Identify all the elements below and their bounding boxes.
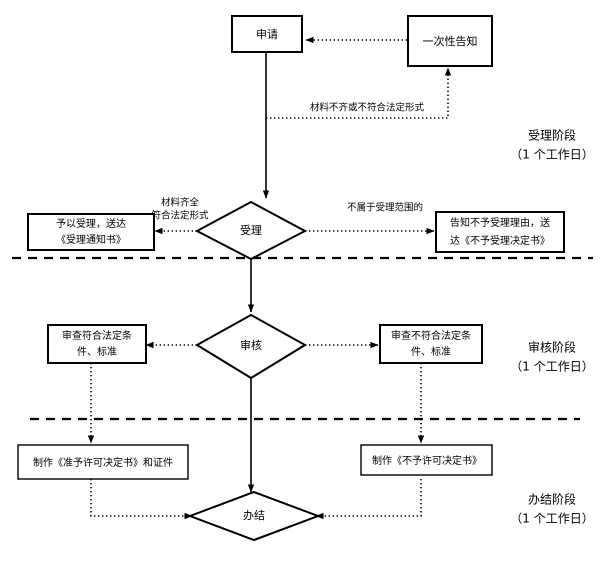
node-review-fail-line1: 审查不符合法定条 [391,329,471,342]
edge-label-materials-complete-line2: 符合法定形式 [151,210,209,222]
stage-acceptance-name: 受理阶段 [528,128,576,143]
node-review-fail[interactable] [379,324,483,364]
node-review-pass-line2: 件、标准 [77,346,117,358]
node-review-pass[interactable] [47,324,147,364]
node-finish[interactable] [187,490,321,542]
edge-make-refusal-to-finish [315,479,422,520]
node-review-pass-line1: 审查符合法定条 [62,329,132,342]
node-accept-no-line1: 告知不予受理理由，送 [450,216,550,229]
stage-review-name: 审核阶段 [528,340,576,355]
edge-label-incomplete-materials: 材料不齐或不符合法定形式 [310,102,425,114]
node-make-refusal-label: 制作《不予许可决定书》 [372,454,482,467]
stage-review-duration: （1 个工作日） [510,360,593,374]
node-apply-label: 申请 [256,28,278,41]
node-accept-no[interactable] [435,211,565,253]
node-accept-decision-label: 受理 [240,224,262,237]
node-one-time-notice-label: 一次性告知 [423,34,478,48]
node-finish-label: 办结 [243,509,265,522]
node-accept-decision[interactable] [194,200,308,261]
node-apply[interactable] [231,15,303,53]
node-review-fail-line2: 件、标准 [411,346,451,358]
node-one-time-notice[interactable] [407,15,493,67]
edge-make-permit-to-finish [90,479,193,520]
stage-acceptance-duration: （1 个工作日） [510,148,593,162]
edge-label-out-of-scope: 不属于受理范围的 [347,202,423,214]
stage-finish-duration: （1 个工作日） [510,512,593,526]
node-make-permit[interactable] [17,444,189,480]
node-make-refusal[interactable] [360,444,493,476]
node-accept-yes-line1: 予以受理，送达 [56,217,126,230]
node-accept-no-line2: 达《不予受理决定书》 [450,234,550,247]
edge-label-materials-complete-line1: 材料齐全 [161,197,200,209]
edge-accept-to-notice [266,67,452,119]
stage-finish-name: 办结阶段 [528,492,576,507]
node-review-decision-label: 审核 [240,338,262,352]
node-accept-yes[interactable] [27,213,155,251]
node-make-permit-label: 制作《准予许可决定书》和证件 [33,456,173,469]
node-accept-yes-line2: 《受理通知书》 [56,233,126,246]
node-review-decision[interactable] [195,313,307,380]
